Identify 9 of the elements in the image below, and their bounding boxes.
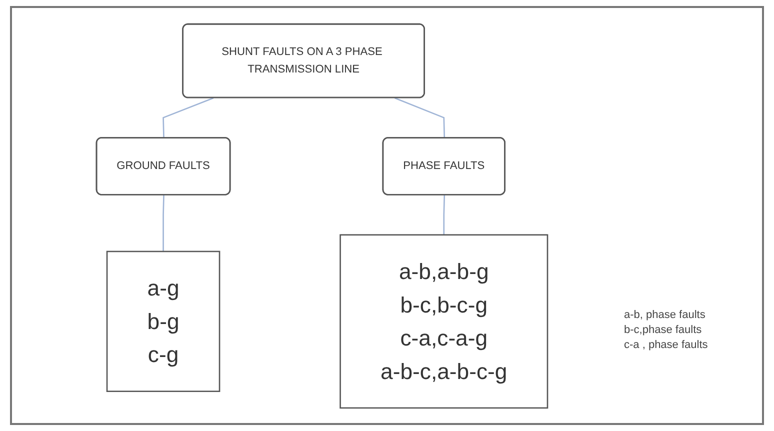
note-text: c-a , phase faults: [624, 338, 708, 353]
note-text: b-c,phase faults: [624, 323, 703, 338]
note-text: a-b, phase faults: [624, 308, 706, 323]
connector: [162, 97, 214, 138]
connector: [394, 97, 446, 138]
node-box: a-b,a-b-g b-c,b-c-g c-a,c-a-g a-b-c,a-b-c-g: [340, 234, 548, 409]
connector: [443, 195, 446, 235]
node-box: a-g b-g c-g: [106, 250, 220, 392]
connector: [162, 195, 164, 252]
